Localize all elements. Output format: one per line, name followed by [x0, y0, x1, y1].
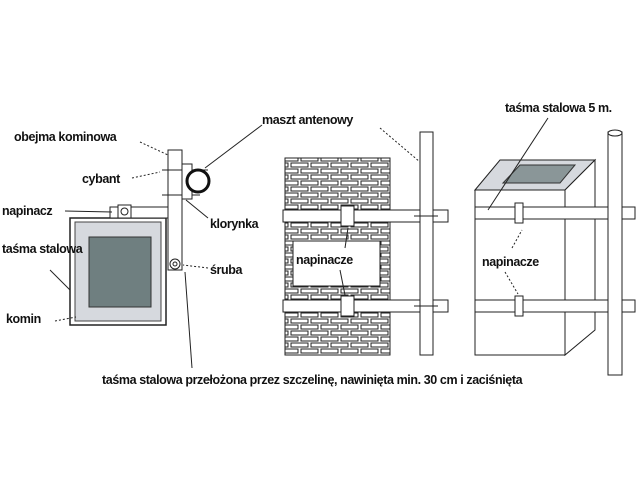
caption: taśma stalowa przełożona przez szczelinę…	[102, 373, 524, 387]
left-view	[69, 149, 211, 326]
chimney-flue	[88, 236, 152, 308]
label-napinacze-middle: napinacze	[296, 253, 353, 267]
label-tasma-stalowa: taśma stalowa	[2, 242, 84, 256]
tensioner-upper	[340, 205, 355, 227]
label-tasma-stalowa-5m: taśma stalowa 5 m.	[505, 101, 612, 115]
chimney-clamp-mast	[167, 149, 183, 271]
label-obejma-kominowa: obejma kominowa	[14, 130, 118, 144]
wall-opening	[292, 240, 381, 287]
label-klorynka: klorynka	[210, 217, 260, 231]
chimney-side	[564, 158, 596, 357]
chimney-flue-opening	[501, 164, 577, 184]
label-cybant: cybant	[82, 172, 121, 186]
antenna-mast-right	[607, 131, 623, 376]
label-napinacz: napinacz	[2, 204, 52, 218]
label-komin: komin	[6, 312, 41, 326]
tensioner	[117, 204, 132, 219]
mast-ring	[185, 168, 211, 194]
label-maszt-antenowy: maszt antenowy	[262, 113, 353, 127]
middle-view	[282, 131, 449, 356]
label-sruba: śruba	[210, 263, 243, 277]
tensioner-bolt-icon	[120, 207, 129, 216]
antenna-mast	[419, 131, 434, 356]
right-view	[473, 129, 636, 376]
leader-lines	[49, 117, 549, 369]
tensioner-lower	[340, 295, 355, 317]
screw-icon	[169, 258, 181, 270]
strap-upper	[282, 209, 449, 223]
label-napinacze-right: napinacze	[482, 255, 539, 269]
strap-lower	[282, 299, 449, 313]
